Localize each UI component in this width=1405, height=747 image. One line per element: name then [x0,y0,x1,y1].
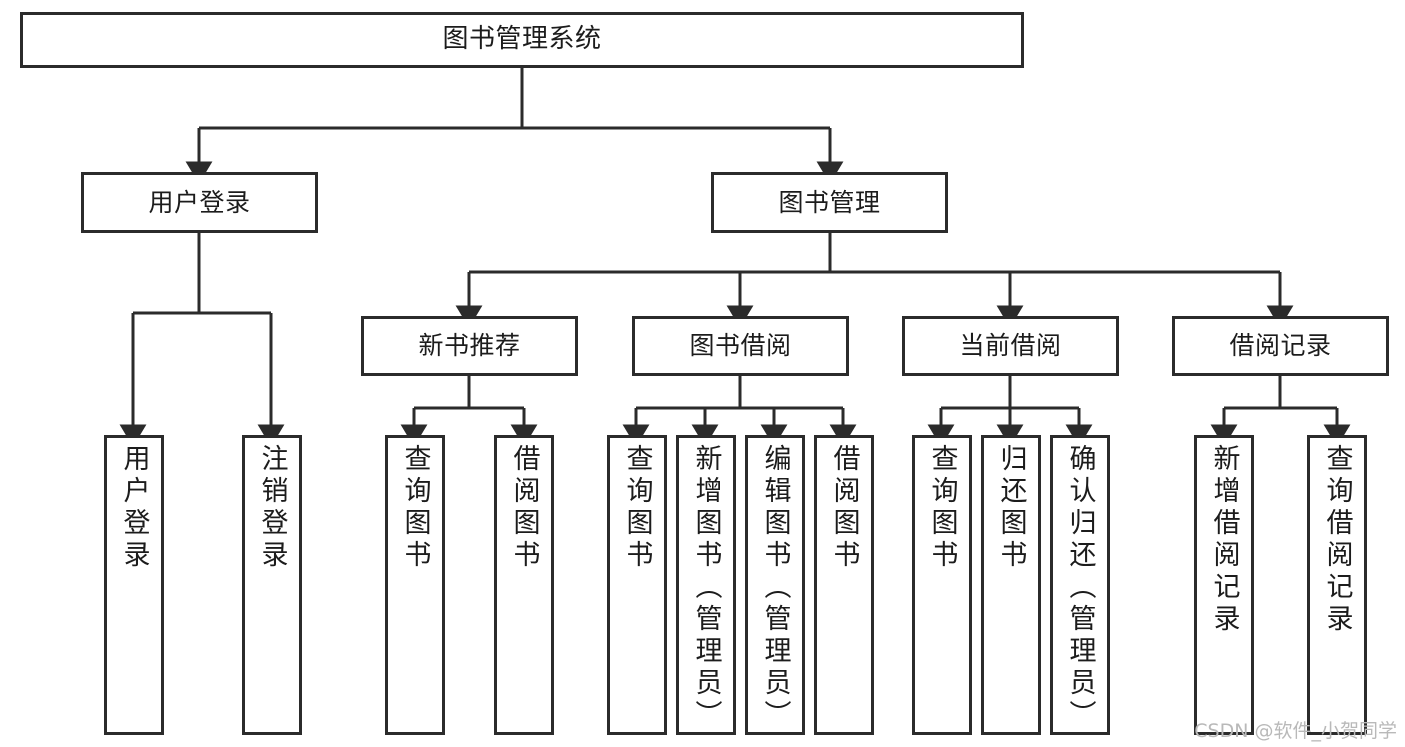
node-label: 查询图书 [621,444,653,572]
leaf-query-book-borrow[interactable]: 查询图书 [607,435,667,735]
leaf-add-borrow-record[interactable]: 新增借阅记录 [1194,435,1254,735]
node-label: 图书管理 [778,187,881,217]
node-label: 注销登录 [256,444,288,572]
leaf-user-login[interactable]: 用户登录 [104,435,164,735]
leaf-query-book-recommend[interactable]: 查询图书 [385,435,445,735]
leaf-confirm-return-admin[interactable]: 确认归还（管理员） [1050,435,1110,735]
node-label: 新增图书（管理员） [690,444,722,732]
node-borrow-record[interactable]: 借阅记录 [1172,316,1389,376]
node-label: 新增借阅记录 [1208,444,1240,636]
node-label: 图书管理系统 [442,24,602,55]
node-label: 查询借阅记录 [1321,444,1353,636]
node-current-borrow[interactable]: 当前借阅 [902,316,1119,376]
node-label: 用户登录 [148,187,251,217]
node-label: 确认归还（管理员） [1064,444,1096,732]
node-label: 当前借阅 [959,331,1062,360]
node-label: 借阅记录 [1229,331,1332,360]
leaf-add-book-admin[interactable]: 新增图书（管理员） [676,435,736,735]
node-label: 编辑图书（管理员） [759,444,791,732]
node-root-book-management-system[interactable]: 图书管理系统 [20,12,1024,68]
node-book-borrow[interactable]: 图书借阅 [632,316,849,376]
leaf-logout-login[interactable]: 注销登录 [242,435,302,735]
node-label: 借阅图书 [508,444,540,572]
leaf-query-borrow-record[interactable]: 查询借阅记录 [1307,435,1367,735]
node-label: 新书推荐 [418,331,521,360]
leaf-edit-book-admin[interactable]: 编辑图书（管理员） [745,435,805,735]
leaf-borrow-book-recommend[interactable]: 借阅图书 [494,435,554,735]
leaf-borrow-book[interactable]: 借阅图书 [814,435,874,735]
node-book-management[interactable]: 图书管理 [711,172,948,233]
node-label: 借阅图书 [828,444,860,572]
leaf-return-book[interactable]: 归还图书 [981,435,1041,735]
node-label: 归还图书 [995,444,1027,572]
node-label: 用户登录 [118,444,150,572]
node-label: 查询图书 [926,444,958,572]
csdn-watermark: CSDN @软件_小贺同学 [1194,720,1397,742]
node-label: 图书借阅 [689,331,792,360]
leaf-query-book-current[interactable]: 查询图书 [912,435,972,735]
node-label: 查询图书 [399,444,431,572]
node-user-login[interactable]: 用户登录 [81,172,318,233]
node-new-book-recommend[interactable]: 新书推荐 [361,316,578,376]
